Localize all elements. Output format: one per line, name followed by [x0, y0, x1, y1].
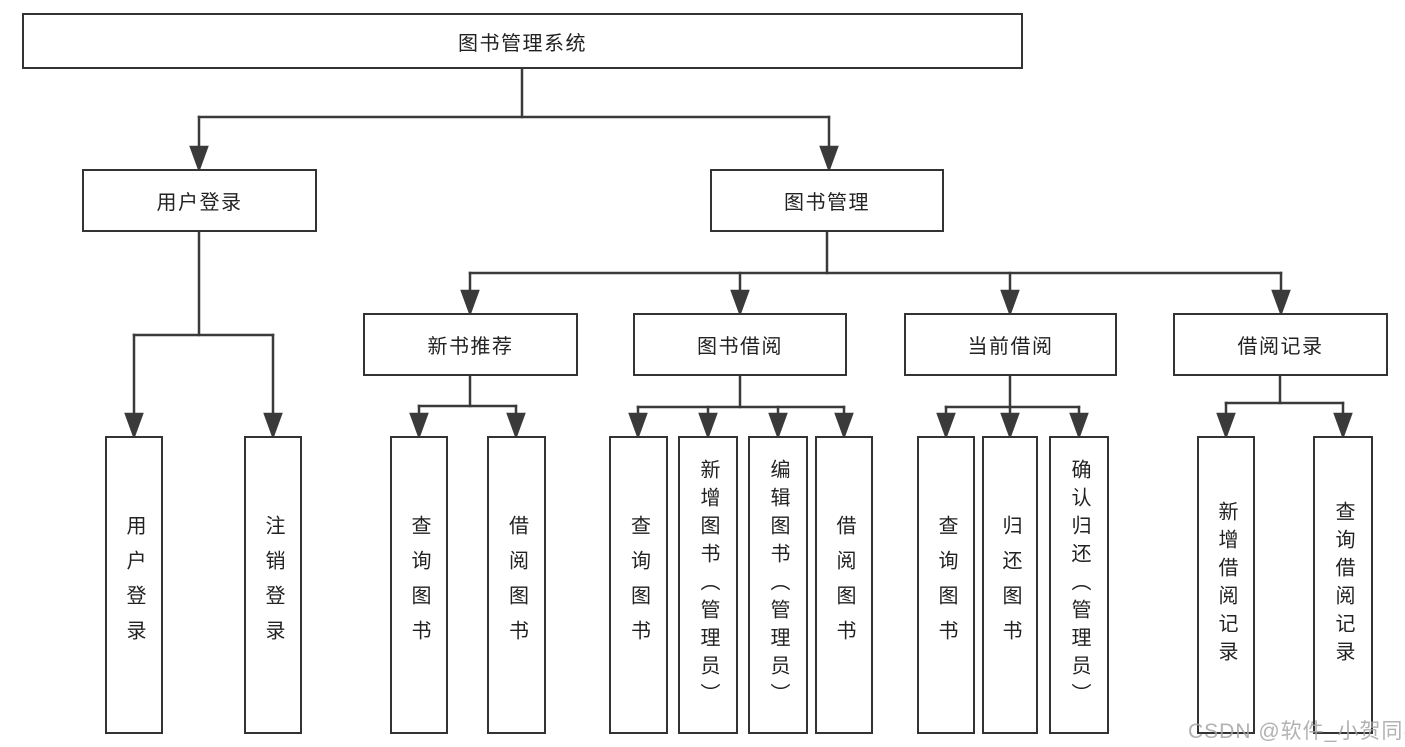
connector-current-borrow-children	[936, 374, 1089, 440]
leaf-bb-edit-books-admin: 编辑图书（管理员）	[748, 436, 808, 734]
leaf-cb-query-books-label: 查询图书	[935, 515, 957, 655]
leaf-user-login-label: 用户登录	[123, 515, 145, 655]
leaf-user-login: 用户登录	[105, 436, 163, 734]
connector-borrow-records-children	[1216, 374, 1353, 440]
csdn-watermark: CSDN @软件_小贺同学	[1188, 720, 1405, 743]
leaf-cb-return-books-label: 归还图书	[999, 515, 1021, 655]
leaf-logout-label: 注销登录	[262, 515, 284, 655]
node-current-borrow: 当前借阅	[904, 313, 1117, 376]
leaf-nb-query-books: 查询图书	[390, 436, 448, 734]
leaf-nb-query-books-label: 查询图书	[408, 515, 430, 655]
leaf-bb-borrow-books-label: 借阅图书	[833, 515, 855, 655]
leaf-logout: 注销登录	[244, 436, 302, 734]
node-user-login: 用户登录	[82, 169, 317, 232]
node-current-borrow-label: 当前借阅	[967, 336, 1054, 358]
node-borrow-records-label: 借阅记录	[1237, 336, 1324, 358]
node-book-management: 图书管理	[710, 169, 944, 232]
connector-book-mgmt-to-level3	[460, 230, 1291, 317]
node-user-login-label: 用户登录	[156, 192, 243, 214]
leaf-cb-query-books: 查询图书	[917, 436, 975, 734]
leaf-br-add-record-label: 新增借阅记录	[1215, 501, 1237, 669]
leaf-bb-add-books-admin-label: 新增图书（管理员）	[697, 459, 719, 711]
connector-user-login-children	[124, 230, 283, 440]
node-borrow-records: 借阅记录	[1173, 313, 1388, 376]
connector-book-borrow-children	[628, 374, 854, 440]
leaf-bb-query-books-label: 查询图书	[627, 515, 650, 655]
leaf-br-query-record-label: 查询借阅记录	[1332, 501, 1354, 669]
node-book-borrow-label: 图书借阅	[697, 336, 783, 358]
node-book-management-label: 图书管理	[784, 192, 870, 214]
leaf-nb-borrow-books-label: 借阅图书	[505, 515, 528, 655]
leaf-cb-confirm-return-admin: 确认归还（管理员）	[1049, 436, 1109, 734]
node-root: 图书管理系统	[22, 13, 1023, 69]
leaf-bb-edit-books-admin-label: 编辑图书（管理员）	[767, 459, 789, 711]
leaf-cb-return-books: 归还图书	[982, 436, 1038, 734]
leaf-nb-borrow-books: 借阅图书	[487, 436, 546, 734]
node-new-book-recommend-label: 新书推荐	[427, 336, 514, 358]
leaf-br-query-record: 查询借阅记录	[1313, 436, 1373, 734]
connector-root-to-level2	[189, 67, 839, 173]
leaf-cb-confirm-return-admin-label: 确认归还（管理员）	[1068, 459, 1090, 711]
node-root-label: 图书管理系统	[458, 32, 587, 55]
node-new-book-recommend: 新书推荐	[363, 313, 578, 376]
connector-new-books-children	[409, 374, 526, 440]
leaf-bb-query-books: 查询图书	[609, 436, 668, 734]
leaf-bb-borrow-books: 借阅图书	[815, 436, 873, 734]
node-book-borrow: 图书借阅	[633, 313, 847, 376]
leaf-br-add-record: 新增借阅记录	[1197, 436, 1255, 734]
leaf-bb-add-books-admin: 新增图书（管理员）	[678, 436, 738, 734]
